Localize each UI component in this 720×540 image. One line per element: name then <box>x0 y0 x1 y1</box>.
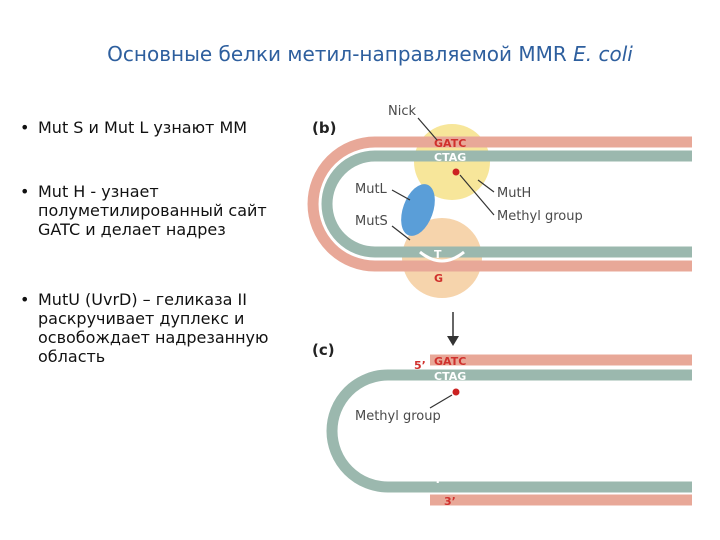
strand-c-teal <box>326 369 692 493</box>
bullet-text: Mut H - узнает полуметилированный сайт G… <box>38 182 267 239</box>
ctag-c: CTAG <box>434 370 466 383</box>
methyl-dot-b <box>452 168 460 176</box>
methyl-group-label-b: Methyl group <box>497 209 583 224</box>
strand-inner <box>321 150 692 258</box>
mismatch-bubble <box>419 250 465 263</box>
bullet-text: Mut S и Mut L узнают MM <box>38 118 248 137</box>
mismatch-g-b: G <box>434 272 443 285</box>
mismatch-t-c: T <box>434 473 442 486</box>
mutl-leader <box>391 189 411 201</box>
slide-title: Основные белки метил-направляемой MMR E.… <box>0 42 720 66</box>
muth-leader <box>477 179 495 193</box>
bullet-dot: • <box>20 182 30 201</box>
mutl-label: MutL <box>355 182 388 197</box>
nick-leader <box>417 117 438 141</box>
methyl-leader-c <box>429 394 453 409</box>
title-main: Основные белки метил-направляемой MMR <box>107 42 574 66</box>
muts-leader <box>391 225 411 241</box>
mismatch-t-b: T <box>434 248 442 261</box>
mutl-protein <box>401 184 435 236</box>
bullet-dot: • <box>20 290 30 309</box>
ctag-top: CTAG <box>434 151 466 164</box>
strand-outer <box>307 136 692 272</box>
nick-label: Nick <box>388 104 416 119</box>
methyl-group-label-c: Methyl group <box>355 409 441 424</box>
transition-arrow-head <box>447 336 459 346</box>
muts-label: MutS <box>355 214 388 229</box>
methyl-leader-b <box>459 174 495 216</box>
title-organism: E. coli <box>573 42 633 66</box>
panel-b-label: (b) <box>312 119 336 137</box>
three-prime-label: 3’ <box>444 495 456 508</box>
bullet-text: MutU (UvrD) – геликаза II раскручивает д… <box>38 290 269 366</box>
methyl-dot-c <box>452 388 460 396</box>
gatc-c: GATC <box>434 355 466 368</box>
bullet-dot: • <box>20 118 30 137</box>
five-prime-label: 5’ <box>414 359 426 372</box>
muth-label: MutH <box>497 186 531 201</box>
gatc-top: GATC <box>434 137 466 150</box>
muts-protein <box>402 218 482 298</box>
panel-c-label: (c) <box>312 341 335 359</box>
